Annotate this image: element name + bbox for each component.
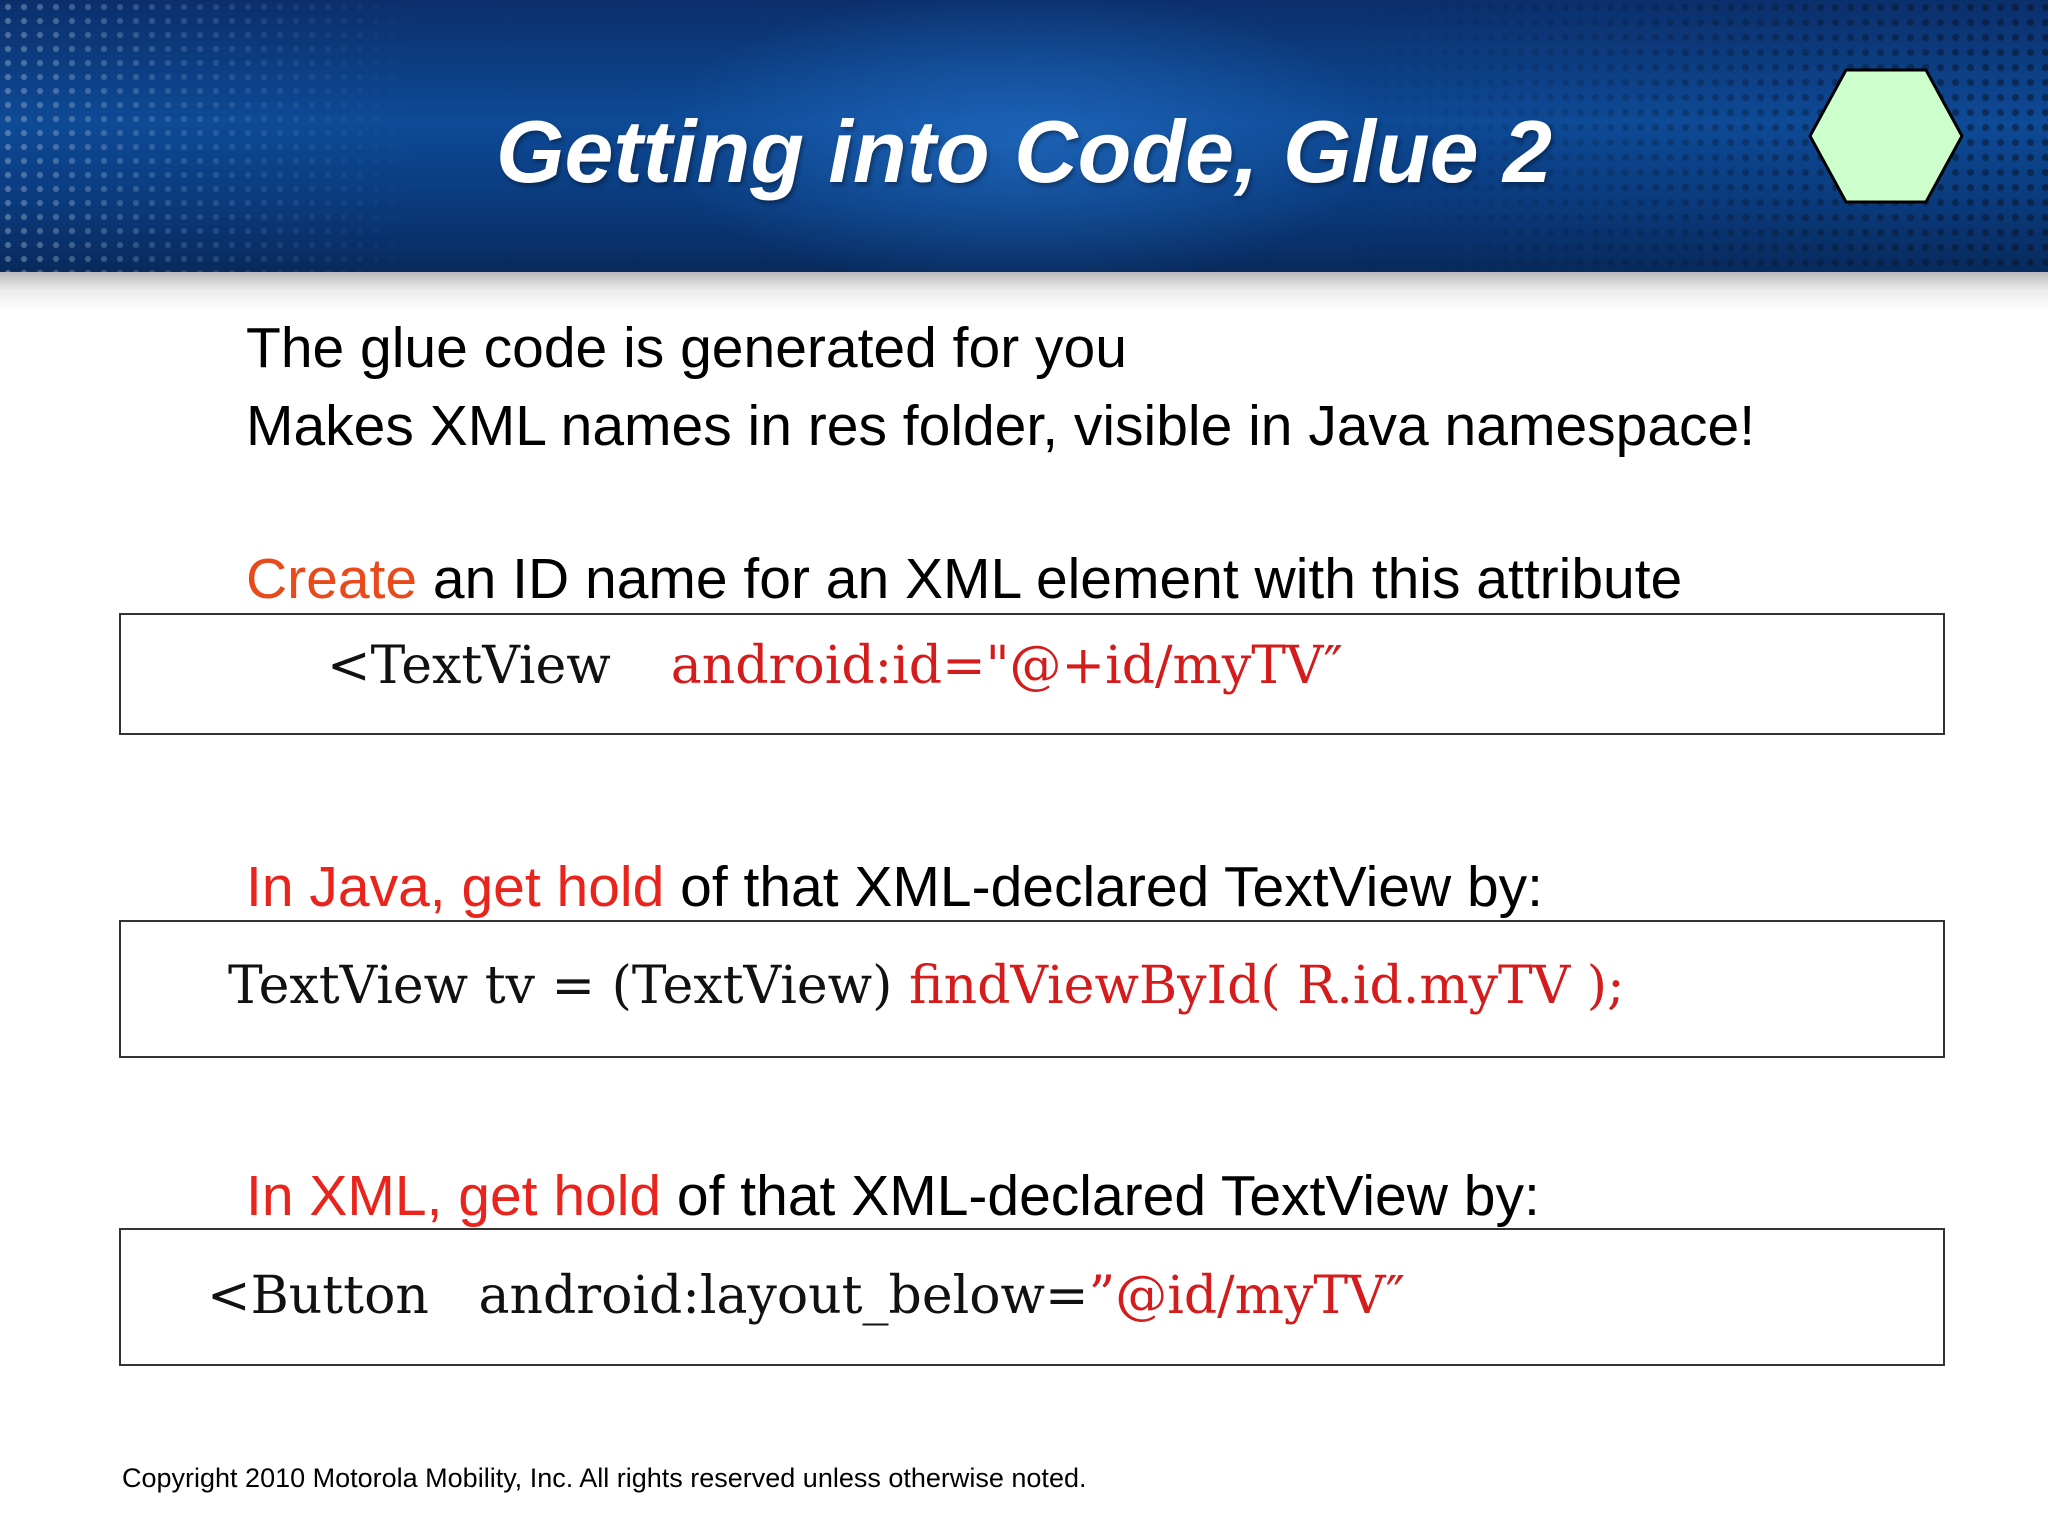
code-line-2: TextView tv = (TextView) findViewById( R… bbox=[228, 960, 1625, 1012]
section-2-heading: In Java, get hold of that XML-declared T… bbox=[246, 859, 1543, 916]
section-3-highlight: In XML, get hold bbox=[246, 1164, 662, 1228]
section-1-highlight: Create bbox=[246, 547, 418, 611]
code-3-plain: <Button android:layout_below= bbox=[207, 1266, 1089, 1326]
section-2-text: of that XML-declared TextView by: bbox=[664, 855, 1543, 919]
intro-line-2: Makes XML names in res folder, visible i… bbox=[246, 394, 1756, 458]
slide-header: Getting into Code, Glue 2 bbox=[0, 0, 2048, 272]
intro-line-1: The glue code is generated for you bbox=[246, 316, 1127, 380]
header-shadow bbox=[0, 272, 2048, 312]
code-box-2: TextView tv = (TextView) findViewById( R… bbox=[119, 920, 1945, 1058]
section-1-text: an ID name for an XML element with this … bbox=[417, 547, 1683, 611]
header-dot-pattern-left bbox=[0, 0, 420, 272]
code-1-red: android:id="@+id/myTV″ bbox=[670, 636, 1343, 696]
code-2-red: findViewById( R.id.myTV ); bbox=[908, 956, 1625, 1016]
code-box-3: <Button android:layout_below=”@id/myTV″ bbox=[119, 1228, 1945, 1366]
section-3-text: of that XML-declared TextView by: bbox=[661, 1164, 1540, 1228]
copyright-footer: Copyright 2010 Motorola Mobility, Inc. A… bbox=[122, 1463, 1087, 1493]
green-hexagon-icon bbox=[1808, 68, 1964, 204]
code-line-3: <Button android:layout_below=”@id/myTV″ bbox=[207, 1270, 1405, 1322]
section-2-highlight: In Java, get hold bbox=[246, 855, 665, 919]
code-2-plain: TextView tv = (TextView) bbox=[228, 956, 909, 1016]
section-3-heading: In XML, get hold of that XML-declared Te… bbox=[246, 1168, 1540, 1225]
code-3-red: ”@id/myTV″ bbox=[1088, 1266, 1405, 1326]
code-box-1: <TextView android:id="@+id/myTV″ bbox=[119, 613, 1945, 735]
slide-title: Getting into Code, Glue 2 bbox=[496, 102, 1552, 201]
code-1-plain: <TextView bbox=[327, 636, 611, 696]
section-1-heading: Create an ID name for an XML element wit… bbox=[246, 551, 1682, 608]
